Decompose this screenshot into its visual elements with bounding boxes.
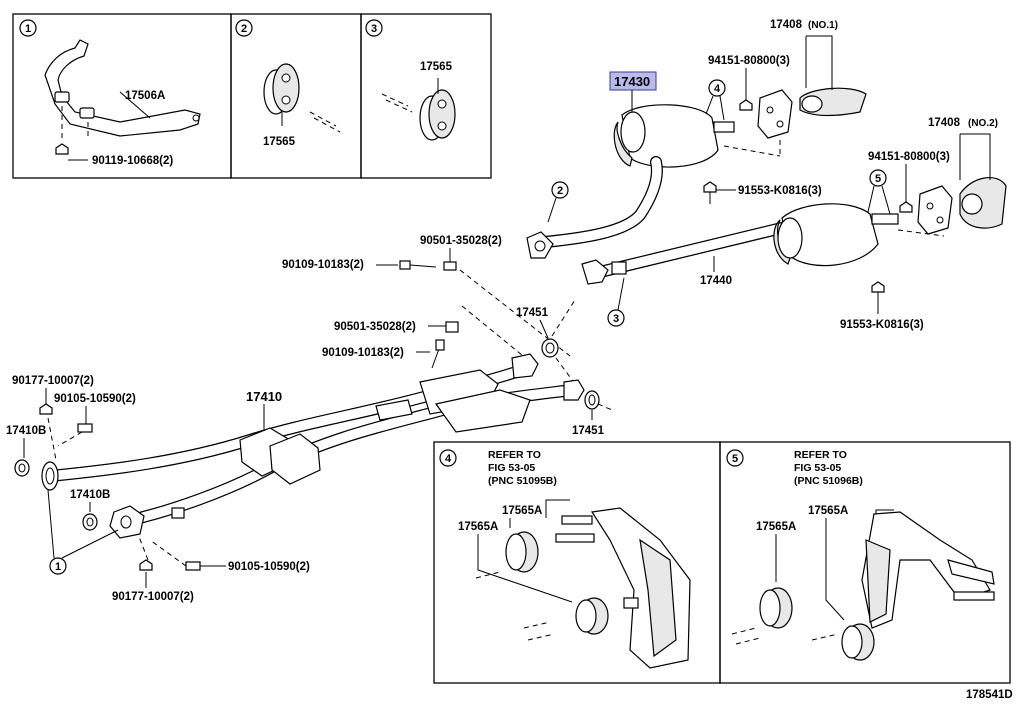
label-90109-10183-a: 90109-10183(2) — [282, 259, 364, 271]
label-17408-no1: 17408 — [770, 19, 803, 31]
inset-4-ref-line-1: REFER TO — [488, 449, 541, 461]
label-17410b-a: 17410B — [6, 425, 46, 437]
nut-90177-icon-2 — [139, 559, 153, 571]
bracket-17408-no2 — [917, 177, 1007, 235]
inset-4: 4 REFER TO FIG 53-05 (PNC 51095B) 17565A… — [433, 441, 721, 684]
bolt-90105-icon — [77, 423, 93, 433]
label-94151-80800-b: 94151-80800(3) — [868, 151, 950, 163]
label-17565-inset3: 17565 — [420, 61, 453, 73]
bolt-90109-icon-2 — [435, 339, 445, 351]
muffler-17440 — [581, 203, 899, 285]
diagram-id: 178541D — [966, 689, 1013, 701]
label-91553-k0816-a: 91553-K0816(3) — [738, 185, 822, 197]
inset-5-ref-line-3: (PNC 51096B) — [794, 475, 863, 487]
label-17565-inset2: 17565 — [263, 136, 296, 148]
callout-3: 3 — [613, 313, 619, 325]
bolt-90109-icon — [399, 260, 411, 270]
bolt-91553-icon — [703, 181, 717, 193]
bracket-17408-no1 — [757, 87, 867, 139]
label-94151-80800-a: 94151-80800(3) — [708, 55, 790, 67]
hanger-17565-icon — [263, 63, 300, 115]
spring-90501-icon-2 — [445, 321, 459, 333]
front-pipe-17410 — [41, 353, 585, 539]
label-90119-10668: 90119-10668(2) — [92, 155, 173, 167]
inset-5-label-17565a-1: 17565A — [808, 505, 848, 517]
label-17430: 17430 — [614, 74, 650, 89]
label-17451-b: 17451 — [572, 425, 605, 437]
inset-2: 2 17565 — [230, 13, 362, 179]
label-17408-no2: 17408 — [928, 117, 961, 129]
inset-4-number: 4 — [445, 453, 452, 465]
inset-4-ref-line-3: (PNC 51095B) — [488, 475, 557, 487]
bolt-91553-icon-2 — [871, 281, 885, 293]
inset-2-number: 2 — [241, 23, 247, 35]
label-17408-no1-note: (NO.1) — [808, 20, 838, 31]
callout-5: 5 — [875, 173, 881, 185]
label-90501-35028-b: 90501-35028(2) — [334, 321, 416, 333]
inset-4-label-17565a-1: 17565A — [502, 505, 542, 517]
inset-5-ref-line-1: REFER TO — [794, 449, 847, 461]
label-17410: 17410 — [246, 389, 282, 404]
label-90501-35028-a: 90501-35028(2) — [420, 235, 502, 247]
muffler-17430 — [526, 104, 735, 259]
hanger-17565-icon-2 — [419, 89, 456, 141]
label-17451-a: 17451 — [516, 307, 549, 319]
label-90105-10590-a: 90105-10590(2) — [54, 393, 136, 405]
nut-94151-icon-2 — [899, 201, 913, 213]
label-90109-10183-b: 90109-10183(2) — [322, 347, 404, 359]
highlight-17430 — [609, 71, 657, 91]
bolt-90119-icon — [55, 143, 69, 155]
label-90177-10007-a: 90177-10007(2) — [12, 375, 94, 387]
label-17440: 17440 — [700, 275, 732, 287]
callout-4: 4 — [714, 83, 721, 95]
label-91553-k0816-b: 91553-K0816(3) — [840, 319, 924, 331]
nut-90177-icon — [39, 403, 53, 415]
bracket-17506a — [44, 39, 201, 137]
callout-1: 1 — [55, 561, 61, 573]
label-90177-10007-b: 90177-10007(2) — [112, 591, 194, 603]
flange-icon-2 — [581, 259, 609, 285]
label-90105-10590-b: 90105-10590(2) — [228, 561, 310, 573]
inset-4-label-17565a-2: 17565A — [458, 521, 498, 533]
inset-1-number: 1 — [25, 23, 31, 35]
label-17410b-b: 17410B — [70, 489, 110, 501]
nut-94151-icon — [739, 99, 753, 111]
label-17408-no2-note: (NO.2) — [968, 118, 998, 129]
inset-1: 1 17506A 90119-10668(2) — [12, 13, 232, 179]
callout-2: 2 — [557, 185, 563, 197]
inset-5-label-17565a-2: 17565A — [756, 521, 796, 533]
inset-4-ref-line-2: FIG 53-05 — [488, 462, 535, 474]
inset-5-ref-line-2: FIG 53-05 — [794, 462, 841, 474]
inset-3: 3 17565 — [360, 13, 492, 179]
inset-5: 5 REFER TO FIG 53-05 (PNC 51096B) 17565A… — [719, 441, 1011, 684]
inset-3-number: 3 — [371, 23, 377, 35]
label-17506a: 17506A — [125, 90, 165, 102]
spring-90501-icon — [443, 261, 457, 271]
inset-5-number: 5 — [732, 453, 738, 465]
bolt-90105-icon-2 — [185, 561, 201, 571]
